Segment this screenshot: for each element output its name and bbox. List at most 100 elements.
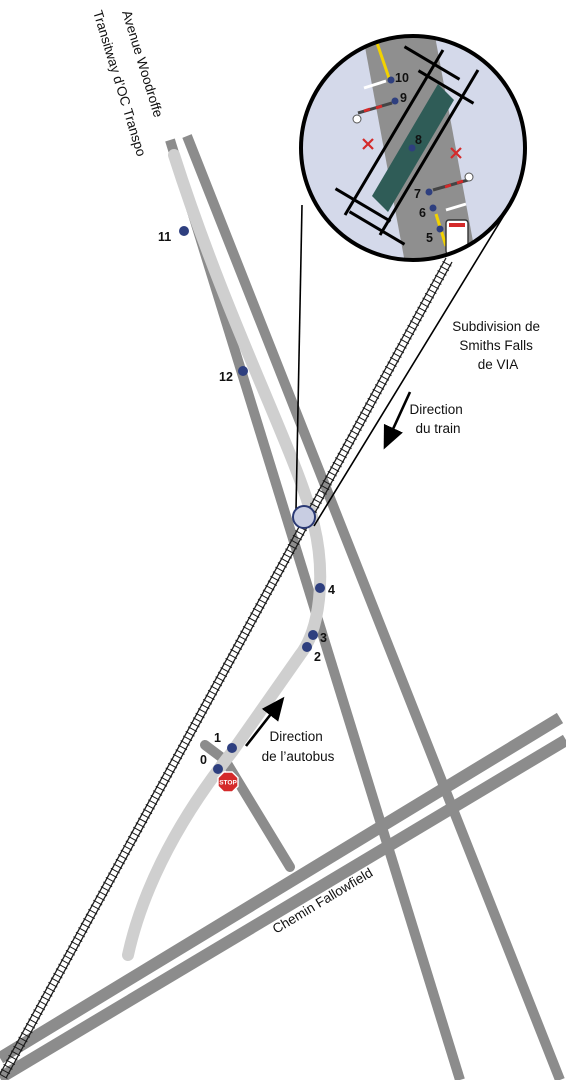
- fallowfield-road: [0, 712, 564, 1064]
- railway-tie: [222, 662, 233, 669]
- railway-tie: [267, 580, 277, 587]
- railway-tie: [340, 448, 350, 454]
- fallowfield-road-lane2: [0, 734, 566, 1080]
- point-label-4: 4: [328, 583, 335, 597]
- point-label-1: 1: [214, 731, 221, 745]
- zoom-location-marker: [292, 505, 316, 529]
- railway-tie: [100, 886, 110, 892]
- railway-tie: [387, 361, 397, 368]
- railway-tie: [5, 1059, 16, 1066]
- railway-tie: [93, 899, 103, 906]
- railway-tie: [133, 826, 143, 833]
- stop-sign-text: STOP: [219, 780, 237, 787]
- railway-tie: [85, 913, 95, 920]
- railway-tie: [232, 644, 243, 650]
- railway-tie: [140, 813, 150, 819]
- inset-crossbuck-left: [362, 138, 374, 150]
- railway-tie: [113, 863, 123, 869]
- railway-tie: [83, 918, 93, 924]
- railway-tie: [257, 598, 267, 605]
- train-direction-arrow: [383, 391, 412, 450]
- point-label-2: 2: [314, 650, 321, 664]
- railway-tie: [80, 922, 90, 929]
- railway-tie: [350, 429, 360, 436]
- railway-tie: [345, 438, 355, 445]
- inset-crossbuck-right: [450, 147, 462, 159]
- railway-tie: [63, 954, 73, 961]
- railway-tie: [180, 740, 190, 746]
- inset-stop-line-top: [363, 79, 387, 90]
- railway-tie: [245, 621, 255, 628]
- railway-tie: [369, 393, 380, 399]
- railway-tie: [190, 721, 200, 728]
- railway-tie: [419, 302, 430, 308]
- railway-tie: [414, 311, 425, 317]
- railway-tie: [200, 703, 210, 710]
- railway-tie: [98, 890, 108, 897]
- inset-point-9-marker: [391, 97, 399, 105]
- railway-tie: [347, 434, 357, 441]
- railway-tie: [260, 594, 270, 600]
- stop-sign: STOP: [217, 771, 239, 793]
- railway-tie: [439, 265, 450, 272]
- railway-tie: [195, 712, 205, 719]
- railway-tie: [377, 379, 387, 386]
- zoom-connector-right: [313, 211, 507, 527]
- railway-tie: [277, 562, 287, 568]
- railway-tie: [143, 808, 153, 815]
- railway-tie: [148, 799, 158, 806]
- railway-tie: [359, 411, 370, 418]
- railway-tie: [165, 767, 175, 774]
- railway-tie: [330, 466, 340, 472]
- railway-tie: [192, 717, 203, 723]
- railway-tie: [138, 817, 148, 824]
- railway-tie: [65, 949, 75, 956]
- railway-tie: [252, 607, 263, 614]
- railway-tie: [437, 270, 447, 276]
- railway-tie: [227, 653, 238, 660]
- railway-tie: [160, 776, 170, 783]
- railway-tie: [123, 845, 133, 851]
- railway-tie: [434, 274, 445, 281]
- railway-tie: [30, 1013, 41, 1020]
- railway-tie: [182, 735, 193, 742]
- railway-tie: [20, 1032, 31, 1038]
- railway-tie: [335, 457, 345, 463]
- inset-point-7-marker: [425, 188, 433, 196]
- inset-gate-arm-right: [432, 172, 474, 192]
- railway-tie: [262, 589, 272, 596]
- railway-tie: [292, 534, 302, 541]
- railway-tie: [367, 397, 377, 404]
- railway-tie: [394, 347, 405, 354]
- railway-tie: [422, 297, 432, 304]
- railway-tie: [235, 639, 245, 646]
- railway-tie: [320, 484, 330, 491]
- point-12-marker: [179, 226, 189, 236]
- railway-tie: [0, 1068, 11, 1075]
- railway-tie: [287, 543, 297, 550]
- railway-tie: [108, 872, 118, 879]
- railway-tie: [315, 493, 325, 500]
- railway-tie: [130, 831, 140, 838]
- inset-railway-tie: [417, 69, 475, 105]
- railway-tie: [60, 959, 70, 965]
- railway-tie: [250, 612, 260, 618]
- railway-tie: [240, 630, 250, 637]
- inset-railway-tie: [403, 45, 461, 81]
- railway-track: [0, 257, 453, 1079]
- inset-point-5-marker: [436, 225, 444, 233]
- railway-tie: [40, 995, 51, 1002]
- railway-tie: [110, 867, 120, 874]
- railway-tie: [38, 1000, 48, 1006]
- railway-tie: [322, 479, 332, 486]
- inset-point-10-marker: [387, 76, 395, 84]
- railway-tie: [327, 470, 337, 477]
- point-label-3: 3: [320, 631, 327, 645]
- railway-tie: [362, 406, 372, 413]
- railway-tie: [125, 840, 135, 847]
- point-0-marker: [213, 764, 223, 774]
- railway-tie: [58, 963, 68, 970]
- railway-tie: [48, 981, 58, 988]
- inset-point-6-marker: [429, 204, 437, 212]
